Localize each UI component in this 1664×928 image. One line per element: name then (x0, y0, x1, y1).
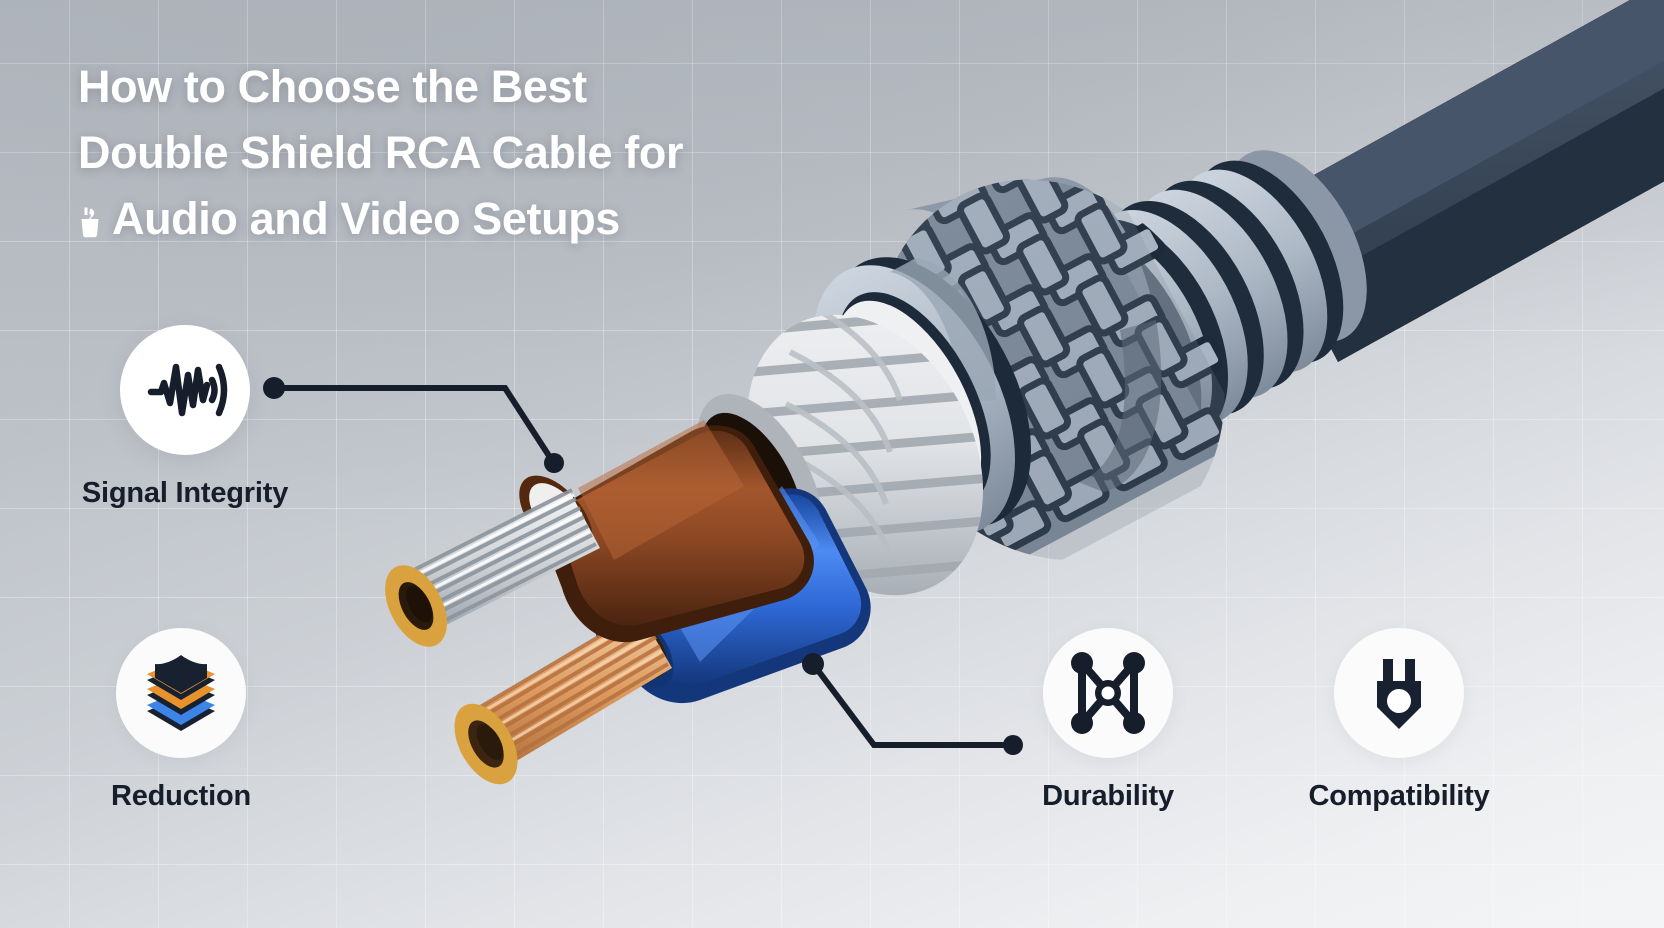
silver-stranded-wire (385, 488, 600, 647)
title-line-3-wrap: Audio and Video Setups (78, 186, 898, 252)
feature-reduction[interactable]: Reduction (66, 628, 296, 813)
copper-stranded-wire (454, 608, 672, 785)
title-line-1: How to Choose the Best (78, 61, 587, 112)
page-title: How to Choose the Best Double Shield RCA… (78, 54, 898, 252)
plug-icon (1377, 659, 1421, 729)
waveform-icon (147, 363, 228, 417)
network-nodes-icon (1071, 652, 1145, 734)
feature-durability[interactable]: Durability (993, 628, 1223, 813)
title-line-2: Double Shield RCA Cable for (78, 127, 684, 178)
feature-badge-durability (1043, 628, 1173, 758)
feature-label-signal-integrity: Signal Integrity (81, 477, 289, 509)
feature-compatibility[interactable]: Compatibility (1284, 628, 1514, 813)
feature-label-compatibility: Compatibility (1308, 780, 1490, 812)
feature-label-reduction: Reduction (111, 780, 251, 812)
feature-badge-reduction (116, 628, 246, 758)
feature-badge-signal-integrity (120, 325, 250, 455)
title-line-3: Audio and Video Setups (112, 193, 620, 244)
feature-label-durability: Durability (1042, 780, 1174, 812)
feature-signal-integrity[interactable]: Signal Integrity (70, 325, 300, 510)
feature-badge-compatibility (1334, 628, 1464, 758)
layered-shield-icon (147, 655, 215, 731)
plug-glyph-icon (81, 207, 99, 238)
